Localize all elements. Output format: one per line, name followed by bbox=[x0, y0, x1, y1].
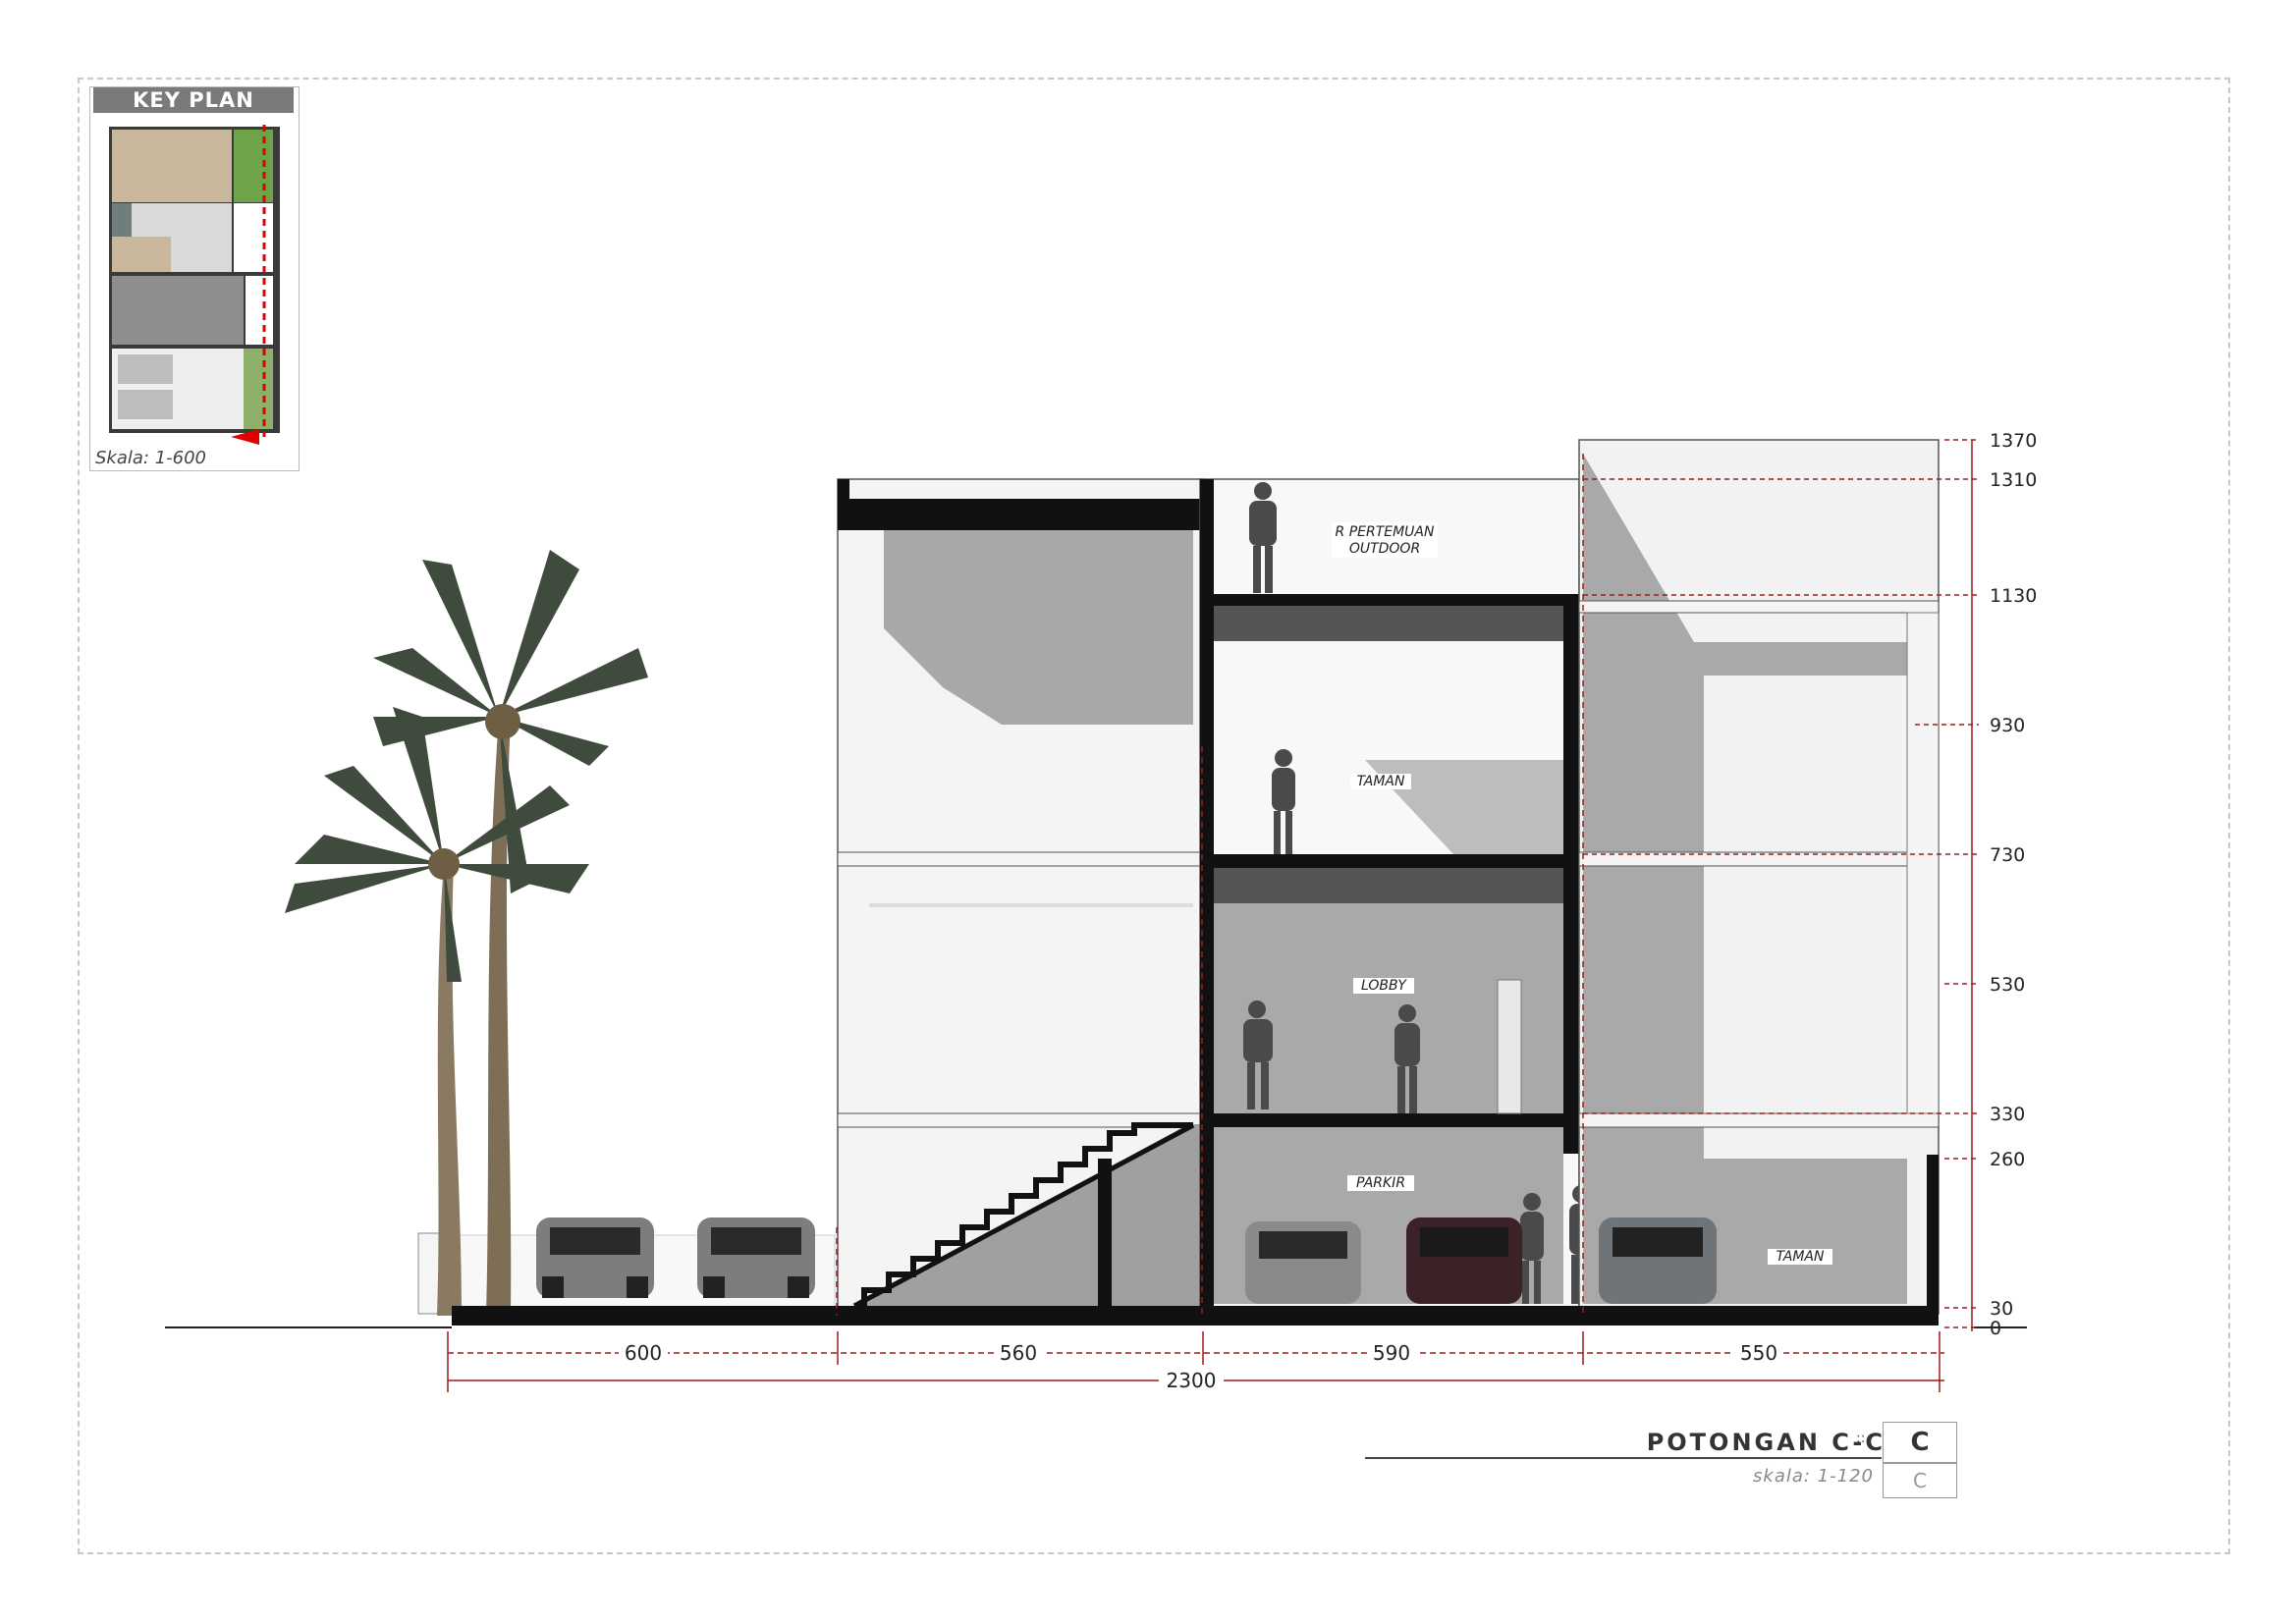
car-icon bbox=[1599, 1217, 1717, 1304]
room-label-garden-lower: TAMAN bbox=[1777, 1249, 1826, 1265]
ground-slab bbox=[452, 1306, 1939, 1325]
level-1370: 1370 bbox=[1990, 430, 2037, 452]
car-icon bbox=[697, 1217, 815, 1298]
car-icon bbox=[1406, 1217, 1522, 1304]
level-1130: 1130 bbox=[1990, 585, 2037, 607]
drawing-scale: skala: 1-120 bbox=[1753, 1466, 1874, 1487]
section-arrow-icon bbox=[231, 429, 259, 445]
slab-330 bbox=[1200, 1113, 1579, 1127]
level-30: 30 bbox=[1990, 1298, 2013, 1320]
roof-slab-left bbox=[838, 499, 1203, 530]
dimension-590: 590 bbox=[1373, 1341, 1410, 1365]
person-icon bbox=[1394, 1004, 1420, 1113]
palm-tree-icon bbox=[285, 550, 648, 1316]
level-lines bbox=[836, 439, 1979, 1331]
level-530: 530 bbox=[1990, 974, 2025, 996]
person-icon bbox=[1520, 1193, 1544, 1304]
key-plan: KEY PLAN Skala: 1-600 bbox=[89, 86, 300, 471]
drawing-code-sub: C bbox=[1883, 1463, 1957, 1498]
dimension-total: 2300 bbox=[1167, 1369, 1217, 1392]
room-label-lobby: LOBBY bbox=[1361, 978, 1407, 994]
level-260: 260 bbox=[1990, 1149, 2025, 1170]
title-separator: :: bbox=[1856, 1431, 1866, 1446]
slab-730 bbox=[1200, 854, 1579, 868]
level-330: 330 bbox=[1990, 1104, 2025, 1125]
room-label-meeting-2: OUTDOOR bbox=[1349, 541, 1420, 557]
person-icon bbox=[1243, 1001, 1273, 1109]
drawing-title: POTONGAN C-C bbox=[1646, 1429, 1886, 1456]
room-label-meeting: R PERTEMUAN bbox=[1336, 524, 1435, 540]
person-icon bbox=[1249, 482, 1277, 593]
level-1310: 1310 bbox=[1990, 469, 2037, 491]
level-730: 730 bbox=[1990, 844, 2025, 866]
title-underline bbox=[1365, 1457, 1882, 1459]
drawing-code: C bbox=[1883, 1422, 1957, 1463]
dimension-560: 560 bbox=[1000, 1341, 1037, 1365]
slab-1130 bbox=[1200, 594, 1579, 606]
dimension-600: 600 bbox=[625, 1341, 662, 1365]
level-0: 0 bbox=[1990, 1318, 2001, 1339]
level-930: 930 bbox=[1990, 715, 2025, 736]
key-plan-title: KEY PLAN bbox=[93, 87, 294, 113]
column-right bbox=[1563, 594, 1579, 1154]
key-plan-drawing bbox=[109, 125, 280, 445]
person-icon bbox=[1272, 749, 1295, 854]
car-icon bbox=[1245, 1221, 1361, 1304]
drawing-frame bbox=[78, 78, 2230, 1554]
key-plan-scale: Skala: 1-600 bbox=[95, 448, 207, 468]
room-label-garden-upper: TAMAN bbox=[1357, 774, 1406, 789]
room-label-parking: PARKIR bbox=[1356, 1175, 1405, 1191]
dimension-550: 550 bbox=[1740, 1341, 1777, 1365]
column-left bbox=[1200, 479, 1214, 1314]
car-icon bbox=[536, 1217, 654, 1298]
